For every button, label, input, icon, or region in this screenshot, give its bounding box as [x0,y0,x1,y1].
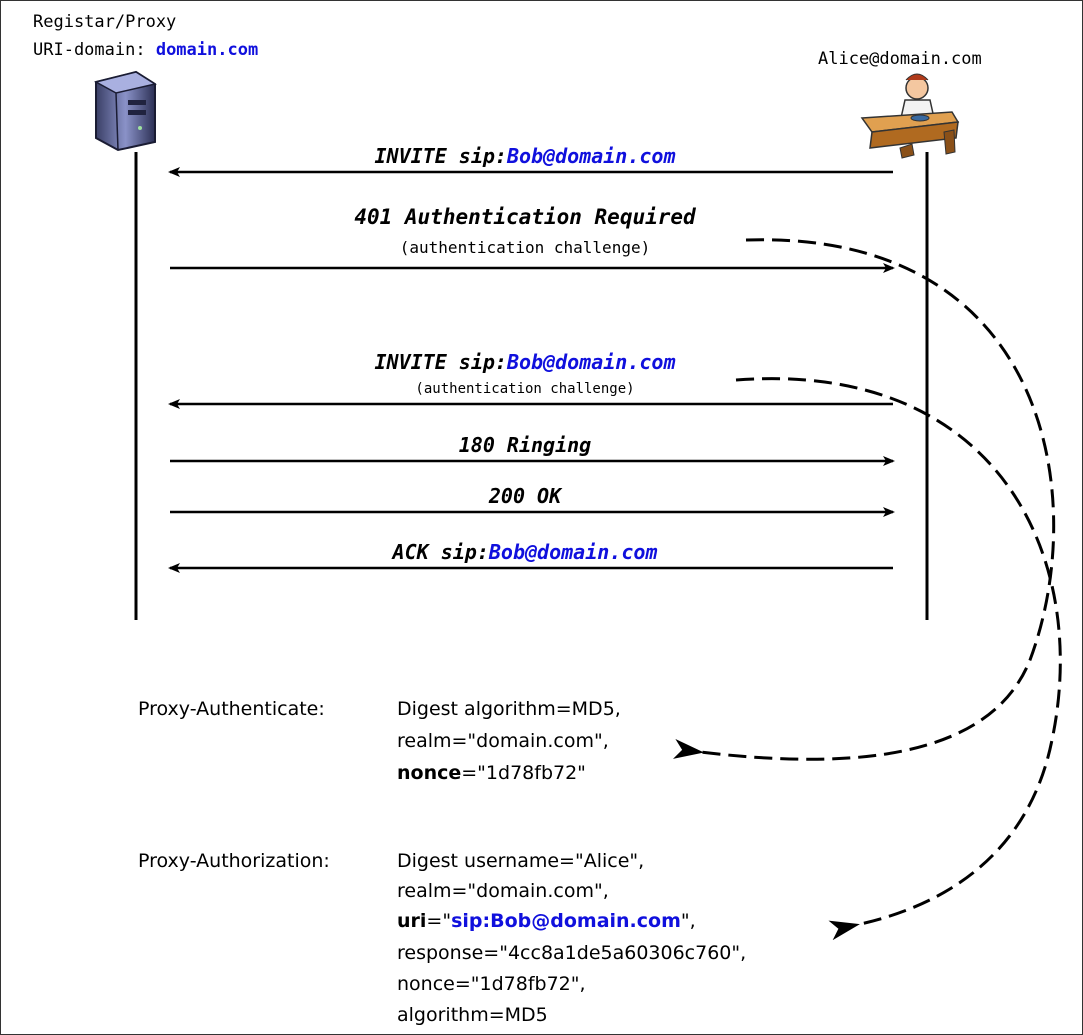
message-ack-method: ACK sip: [392,540,489,564]
authorization-line-4: response="4cc8a1de5a60306c760", [397,942,747,964]
authenticate-nonce-value: ="1d78fb72" [461,762,586,784]
proxy-title: Registar/Proxy [33,12,177,32]
message-invite-2: INVITE sip:Bob@domain.com [175,350,875,374]
authorization-uri-end: ", [680,910,696,932]
authorization-uri-key: uri [397,910,427,932]
message-invite-2-note: (authentication challenge) [415,381,635,397]
proxy-domain-line: URI-domain: domain.com [33,40,258,60]
dashed-link-authorization [735,377,1062,941]
message-invite-1: INVITE sip:Bob@domain.com [175,144,875,168]
authorization-line-3: uri="sip:Bob@domain.com", [397,910,696,932]
message-invite-2-method: INVITE sip: [374,350,507,374]
message-invite-1-target: Bob@domain.com [506,144,676,168]
message-invite-1-method: INVITE sip: [374,144,507,168]
authorization-line-6: algorithm=MD5 [397,1004,548,1026]
proxy-domain-prefix: URI-domain: [33,40,156,60]
authorization-uri-value: sip:Bob@domain.com [451,910,681,932]
authorization-header-name: Proxy-Authorization: [138,850,330,872]
proxy-domain-value: domain.com [155,40,259,60]
authenticate-line-3: nonce="1d78fb72" [397,762,586,784]
authorization-uri-eq: =" [426,910,452,932]
authenticate-header-name: Proxy-Authenticate: [138,698,325,720]
authorization-line-2: realm="domain.com", [397,880,609,902]
authorization-line-1: Digest username="Alice", [397,850,645,872]
dashed-link-challenge [672,238,1056,761]
message-200: 200 OK [488,484,562,508]
message-ack-target: Bob@domain.com [488,540,658,564]
server-icon [93,70,157,152]
authenticate-nonce-key: nonce [397,762,462,784]
authorization-line-5: nonce="1d78fb72", [397,973,586,995]
message-401: 401 Authentication Required [354,205,696,229]
authenticate-line-1: Digest algorithm=MD5, [397,698,621,720]
authenticate-line-2: realm="domain.com", [397,730,609,752]
message-invite-2-target: Bob@domain.com [506,350,676,374]
message-ack: ACK sip:Bob@domain.com [175,540,875,564]
person-at-desk-icon [860,73,960,159]
message-180: 180 Ringing [458,433,592,457]
message-401-note: (authentication challenge) [399,238,651,257]
alice-address: Alice@domain.com [818,49,982,69]
